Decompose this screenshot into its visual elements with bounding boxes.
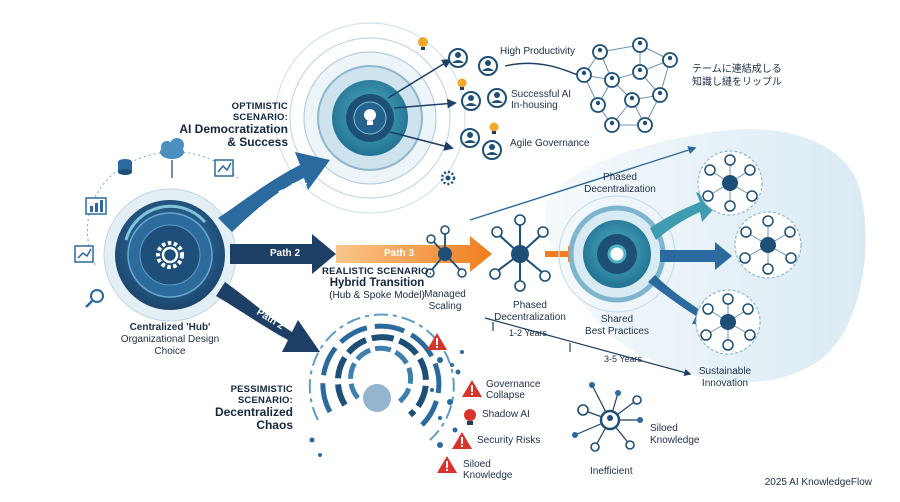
risk-governance: Governance bbox=[486, 379, 541, 390]
siloed-right-2: Knowledge bbox=[650, 435, 700, 446]
long-upper-arrow bbox=[469, 146, 697, 221]
managed-scaling-label: Managed Scaling bbox=[420, 289, 470, 313]
timeline-arrow bbox=[484, 317, 692, 376]
outcome-agile-governance: Agile Governance bbox=[510, 138, 590, 149]
team-cluster-top bbox=[697, 150, 763, 216]
hub-label-3: Choice bbox=[154, 346, 186, 357]
hub-label-2: Organizational Design bbox=[120, 334, 220, 345]
path2-label: Path 2 bbox=[270, 248, 301, 259]
gear-icon bbox=[156, 241, 184, 269]
to-network-arrow bbox=[504, 62, 587, 80]
risk-collapse: Collapse bbox=[486, 390, 525, 401]
phased-mid-label: Phased Decentralization bbox=[485, 300, 575, 324]
pessimistic-title-1: Decentralized bbox=[214, 405, 293, 419]
risk-siloed: Siloed bbox=[463, 459, 491, 470]
risk-knowledge: Knowledge bbox=[463, 470, 513, 481]
trend-icon bbox=[74, 245, 94, 263]
realistic-subtitle: (Hub & Spoke Model) bbox=[329, 290, 425, 301]
phased-decentralization-node bbox=[489, 214, 551, 292]
risk-shadow-ai: Shadow AI bbox=[482, 409, 530, 420]
path3-label: Path 3 bbox=[384, 248, 415, 259]
hub-label: Centralized 'Hub' Organizational Design … bbox=[105, 322, 235, 358]
knowledge-network-nodes bbox=[576, 37, 678, 133]
chart-up-icon bbox=[214, 159, 234, 177]
people-icons bbox=[448, 48, 507, 160]
outcome-successful-ai: Successful AI bbox=[511, 89, 572, 100]
realistic-scenario-label: REALISTIC SCENARIO: Hybrid Transition (H… bbox=[322, 266, 432, 302]
optimistic-title-1: AI Democratization bbox=[179, 122, 288, 136]
to-sustainable-arrow-mid bbox=[660, 242, 732, 270]
cloud-icon bbox=[160, 138, 184, 178]
network-caption-2: 知識し縺をリップル bbox=[692, 77, 782, 88]
network-caption-1: テームに連結成しる bbox=[692, 64, 782, 75]
magnifier-icon bbox=[85, 289, 104, 308]
left-icon-arc bbox=[86, 151, 241, 266]
risk-security: Security Risks bbox=[477, 435, 541, 446]
managed-line-1: Managed bbox=[424, 289, 466, 300]
siloed-knowledge-right: Siloed Knowledge bbox=[650, 423, 699, 447]
shadow-ai-icon bbox=[464, 409, 476, 425]
phased-top-label: Phased Decentralization bbox=[575, 172, 665, 196]
path1-arrow[interactable] bbox=[218, 152, 330, 232]
phased-top-line-2: Decentralization bbox=[584, 184, 656, 195]
shared-practices-label: Shared Best Practices bbox=[582, 314, 652, 338]
outcome-high-productivity: High Productivity bbox=[500, 46, 576, 57]
outcome-in-housing: In-housing bbox=[511, 100, 558, 111]
chaos-scatter-dots bbox=[309, 350, 464, 457]
gear-icon-small bbox=[440, 170, 456, 186]
optimistic-title-2: & Success bbox=[227, 135, 288, 149]
optimistic-kicker: OPTIMISTIC SCENARIO: bbox=[231, 101, 288, 123]
team-cluster-low bbox=[695, 289, 761, 355]
timeline-1-2-years: 1-2 Years bbox=[509, 328, 548, 338]
hub-label-1: Centralized 'Hub' bbox=[129, 322, 211, 333]
realistic-kicker: REALISTIC SCENARIO: bbox=[322, 266, 432, 277]
warning-icon-1 bbox=[427, 333, 447, 350]
path2-lower-arrow[interactable] bbox=[216, 282, 320, 352]
realistic-title: Hybrid Transition bbox=[329, 277, 425, 289]
warning-icon-3 bbox=[452, 432, 472, 449]
optimistic-scenario-label: OPTIMISTIC SCENARIO: AI Democratization … bbox=[178, 101, 288, 149]
pessimistic-kicker: PESSIMISTIC SCENARIO: bbox=[230, 384, 293, 406]
idea-bulb-icons bbox=[418, 37, 499, 134]
warning-icon-4 bbox=[437, 456, 457, 473]
lightbulb-icon bbox=[364, 109, 376, 125]
optimistic-arrows bbox=[387, 58, 457, 151]
central-hub[interactable] bbox=[103, 188, 237, 322]
phased-top-line-1: Phased bbox=[603, 172, 637, 183]
database-icon bbox=[118, 159, 132, 175]
managed-line-2: Scaling bbox=[428, 301, 462, 312]
siloed-right-1: Siloed bbox=[650, 423, 678, 434]
timeline-3-5-years: 3-5 Years bbox=[604, 354, 643, 364]
footer-credit: 2025 AI KnowledgeFlow bbox=[764, 477, 872, 488]
shared-line-1: Shared bbox=[600, 314, 634, 325]
shared-line-2: Best Practices bbox=[585, 326, 649, 337]
inefficient-network bbox=[572, 382, 643, 452]
managed-scaling-node bbox=[425, 225, 467, 278]
to-sustainable-arrow-top bbox=[650, 192, 720, 240]
team-cluster-mid bbox=[734, 211, 802, 279]
sustainable-line-1: Sustainable bbox=[698, 366, 752, 377]
pessimistic-title-2: Chaos bbox=[256, 418, 293, 432]
path2-arrow[interactable] bbox=[230, 234, 336, 274]
shared-practices-rings bbox=[558, 195, 676, 313]
inefficient-label: Inefficient bbox=[590, 466, 633, 477]
bar-chart-icon bbox=[85, 197, 107, 215]
warning-icon-2 bbox=[462, 380, 482, 397]
phased-mid-line-2: Decentralization bbox=[494, 312, 566, 323]
phased-mid-line-1: Phased bbox=[513, 300, 547, 311]
sustainable-line-2: Innovation bbox=[701, 378, 749, 389]
pessimistic-scenario-label: PESSIMISTIC SCENARIO: Decentralized Chao… bbox=[183, 384, 293, 432]
chaos-rings bbox=[308, 313, 455, 441]
sustainable-innovation-label: Sustainable Innovation bbox=[690, 366, 760, 390]
